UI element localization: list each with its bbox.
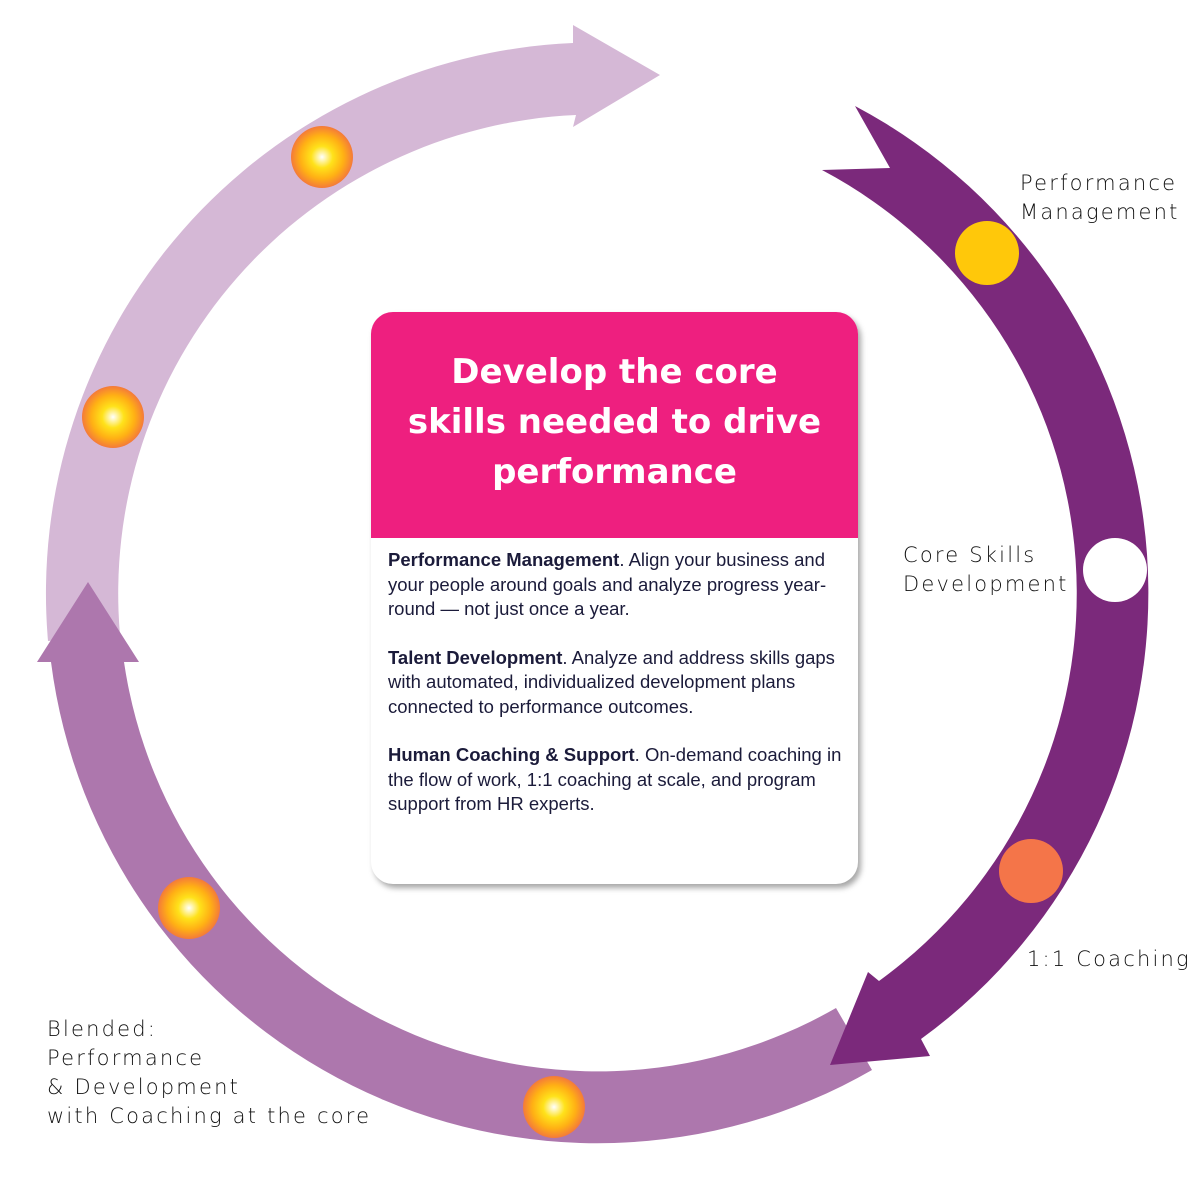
- label-line: with Coaching at the core: [47, 1104, 372, 1128]
- label-core-skills: Core Skills Development: [903, 541, 1069, 599]
- glow-dot: [523, 1076, 585, 1138]
- label-blended: Blended: Performance & Development with …: [47, 1015, 371, 1131]
- card-item-performance-management: Performance Management. Align your busin…: [388, 548, 842, 622]
- glow-dot: [291, 126, 353, 188]
- label-line: Performance: [47, 1046, 205, 1070]
- label-coaching: 1:1 Coaching: [1027, 947, 1191, 971]
- card-title: Develop the core skills needed to drive …: [407, 352, 822, 492]
- label-line: Core Skills: [903, 543, 1037, 567]
- item-term: Human Coaching & Support: [388, 744, 635, 765]
- coaching-dot: [999, 839, 1063, 903]
- label-performance-management: Performance Management: [1020, 169, 1180, 227]
- dark-arrow: [822, 106, 1149, 1065]
- label-line: Blended:: [47, 1017, 158, 1041]
- item-term: Talent Development: [388, 646, 563, 668]
- glow-dot: [82, 386, 144, 448]
- item-term: Performance Management: [388, 549, 620, 570]
- label-line: Management: [1020, 200, 1180, 224]
- performance-management-dot: [955, 221, 1019, 285]
- light-arrow: [45, 25, 661, 641]
- label-line: Development: [903, 572, 1069, 596]
- glow-dot: [158, 877, 220, 939]
- item-text: . On-demand coaching in the flow of work…: [388, 744, 842, 814]
- item-text: . Analyze and address skills gaps with a…: [388, 646, 835, 717]
- card-header: Develop the core skills needed to drive …: [371, 312, 858, 538]
- card-item-human-coaching: Human Coaching & Support. On-demand coac…: [388, 743, 842, 817]
- item-text: . Align your business and your people ar…: [388, 549, 827, 619]
- label-line: & Development: [47, 1075, 241, 1099]
- core-skills-dot: [1083, 538, 1147, 602]
- info-card: Develop the core skills needed to drive …: [371, 312, 858, 884]
- label-line: Performance: [1020, 171, 1178, 195]
- medium-arrow: [37, 582, 872, 1144]
- card-body: Performance Management. Align your busin…: [371, 538, 858, 817]
- card-item-talent-development: Talent Development. Analyze and address …: [388, 646, 842, 720]
